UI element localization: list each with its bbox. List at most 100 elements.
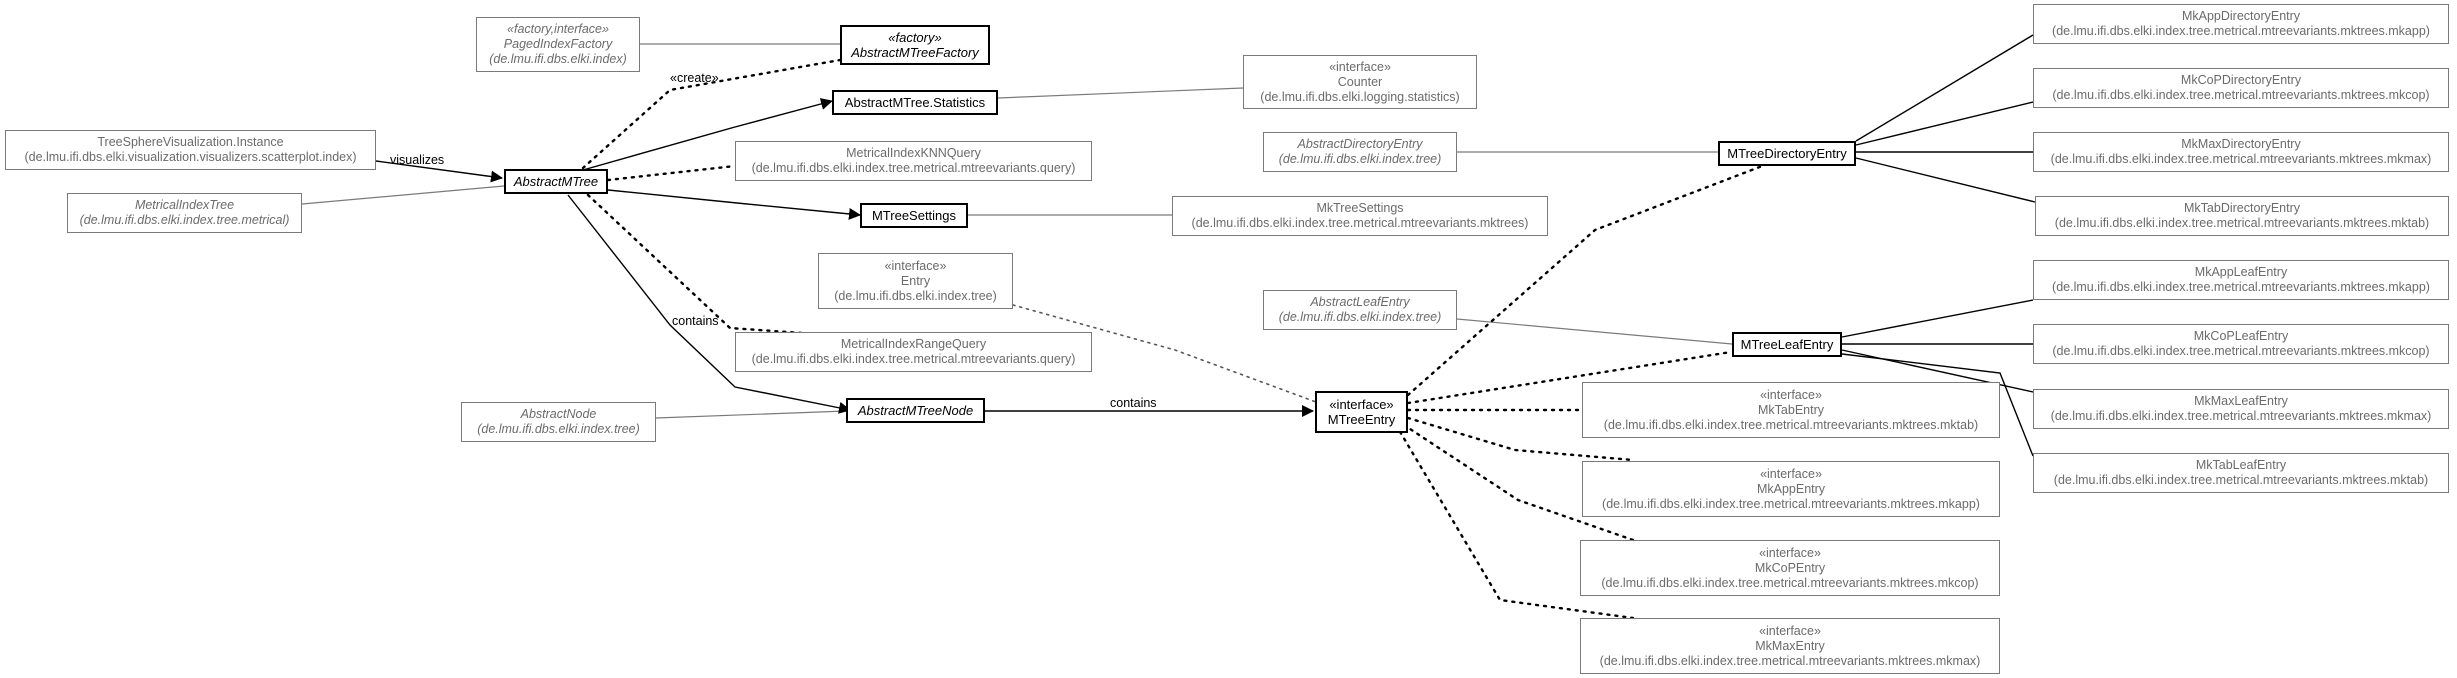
interface-mk-app-entry[interactable]: «interface» MkAppEntry (de.lmu.ifi.dbs.e… [1582,461,2000,517]
class-name: Counter [1337,74,1383,89]
class-package: (de.lmu.ifi.dbs.elki.index.tree.metrical… [751,161,1076,175]
class-abstract-mtree-factory[interactable]: «factory» AbstractMTreeFactory [840,25,990,65]
class-name: AbstractMTree.Statistics [844,95,986,110]
class-package: (de.lmu.ifi.dbs.elki.index.tree.metrical… [2050,409,2432,423]
class-mk-tab-directory-entry[interactable]: MkTabDirectoryEntry (de.lmu.ifi.dbs.elki… [2035,196,2449,236]
class-name: AbstractMTreeFactory [851,45,979,60]
interface-mk-tab-entry[interactable]: «interface» MkTabEntry (de.lmu.ifi.dbs.e… [1582,382,2000,438]
class-metrical-index-tree[interactable]: MetricalIndexTree (de.lmu.ifi.dbs.elki.i… [67,193,302,233]
class-mk-app-directory-entry[interactable]: MkAppDirectoryEntry (de.lmu.ifi.dbs.elki… [2033,4,2449,44]
class-name: MkTabDirectoryEntry [2184,201,2300,215]
class-mk-cop-leaf-entry[interactable]: MkCoPLeafEntry (de.lmu.ifi.dbs.elki.inde… [2033,324,2449,364]
class-name: AbstractMTree [513,174,599,189]
class-abstract-directory-entry[interactable]: AbstractDirectoryEntry (de.lmu.ifi.dbs.e… [1263,132,1457,172]
interface-entry[interactable]: «interface» Entry (de.lmu.ifi.dbs.elki.i… [818,253,1013,309]
class-mk-tab-leaf-entry[interactable]: MkTabLeafEntry (de.lmu.ifi.dbs.elki.inde… [2033,453,2449,493]
interface-mtree-entry[interactable]: «interface» MTreeEntry [1315,391,1408,433]
class-stereotype: «interface» [1329,397,1394,412]
class-name: MkTabLeafEntry [2195,458,2287,472]
interface-mk-cop-entry[interactable]: «interface» MkCoPEntry (de.lmu.ifi.dbs.e… [1580,540,2000,596]
class-name: AbstractLeafEntry [1310,295,1410,309]
edge-contains-tree-node [567,194,851,414]
class-name: MkAppDirectoryEntry [2181,9,2301,23]
class-name: MkAppEntry [1756,481,1826,496]
class-mk-app-leaf-entry[interactable]: MkAppLeafEntry (de.lmu.ifi.dbs.elki.inde… [2033,260,2449,300]
class-abstract-mtree-statistics[interactable]: AbstractMTree.Statistics [832,90,998,115]
class-package: (de.lmu.ifi.dbs.elki.index.tree.metrical… [1191,216,1529,230]
edge-label-contains-node-entry: contains [1110,396,1157,410]
edge-mtree-settings [607,189,861,220]
class-name: MTreeEntry [1327,412,1396,427]
class-package: (de.lmu.ifi.dbs.elki.index.tree.metrical… [2052,344,2430,358]
class-package: (de.lmu.ifi.dbs.elki.index.tree.metrical… [2054,216,2430,230]
edge-mtree-entry-directory [1406,161,1772,397]
class-name: MkMaxLeafEntry [2194,394,2288,408]
class-package: (de.lmu.ifi.dbs.elki.index.tree) [477,422,640,436]
class-mtree-settings[interactable]: MTreeSettings [860,203,968,228]
class-name: MkCoPDirectoryEntry [2180,73,2302,87]
interface-mk-max-entry[interactable]: «interface» MkMaxEntry (de.lmu.ifi.dbs.e… [1580,618,2000,674]
class-name: MTreeLeafEntry [1740,337,1834,352]
class-name: PagedIndexFactory [503,37,613,51]
class-mk-max-directory-entry[interactable]: MkMaxDirectoryEntry (de.lmu.ifi.dbs.elki… [2033,132,2449,172]
edge-abstract-leaf-entry [1456,318,1733,345]
class-package: (de.lmu.ifi.dbs.elki.index.tree.metrical… [751,352,1076,366]
class-package: (de.lmu.ifi.dbs.elki.index.tree) [1278,310,1442,324]
edge-mtree-entry-leaf [1406,350,1733,405]
edge-mk-app-directory-entry [1855,34,2034,142]
edge-mtree-entry-mkcop [1402,423,1635,542]
class-mk-tree-settings[interactable]: MkTreeSettings (de.lmu.ifi.dbs.elki.inde… [1172,196,1548,236]
edge-label-visualizes: visualizes [390,153,444,167]
edge-range-query [586,193,804,335]
class-stereotype: «interface» [1760,466,1822,481]
class-name: Entry [900,273,931,288]
class-name: MkTabEntry [1758,402,1824,417]
class-name: MetricalIndexKNNQuery [846,146,981,160]
class-stereotype: «interface» [1329,59,1391,74]
class-abstract-node[interactable]: AbstractNode (de.lmu.ifi.dbs.elki.index.… [461,402,656,442]
edge-abstract-node [655,410,847,419]
class-name: AbstractMTreeNode [857,403,974,418]
edge-mk-max-leaf-entry [1841,349,2034,393]
class-package: (de.lmu.ifi.dbs.elki.index.tree.metrical… [2052,280,2430,294]
class-name: MTreeDirectoryEntry [1727,146,1847,161]
class-name: MkMaxEntry [1755,638,1825,653]
class-name: MkCoPEntry [1754,560,1826,575]
edge-counter [997,87,1244,99]
class-package: (de.lmu.ifi.dbs.elki.index.tree.metrical… [2052,24,2430,38]
class-mk-cop-directory-entry[interactable]: MkCoPDirectoryEntry (de.lmu.ifi.dbs.elki… [2033,68,2449,108]
class-metrical-index-knn-query[interactable]: MetricalIndexKNNQuery (de.lmu.ifi.dbs.el… [735,141,1092,181]
class-name: MkMaxDirectoryEntry [2181,137,2301,151]
interface-counter[interactable]: «interface» Counter (de.lmu.ifi.dbs.elki… [1243,55,1477,109]
class-mtree-directory-entry[interactable]: MTreeDirectoryEntry [1718,141,1856,166]
edge-create [581,58,842,170]
class-name: MTreeSettings [871,208,957,223]
class-stereotype: «factory» [888,30,942,45]
class-package: (de.lmu.ifi.dbs.elki.visualization.visua… [24,150,357,164]
class-package: (de.lmu.ifi.dbs.elki.index.tree.metrical… [2053,473,2429,487]
class-package: (de.lmu.ifi.dbs.elki.index.tree) [1278,152,1442,166]
class-package: (de.lmu.ifi.dbs.elki.logging.statistics) [1260,89,1460,104]
class-package: (de.lmu.ifi.dbs.elki.index.tree.metrical… [1601,575,1979,590]
class-stereotype: «interface» [884,258,947,273]
edge-mtree-entry-mkapp [1406,416,1635,462]
class-abstract-mtree-node[interactable]: AbstractMTreeNode [846,398,985,423]
class-name: TreeSphereVisualization.Instance [97,135,284,149]
class-package: (de.lmu.ifi.dbs.elki.index.tree.metrical… [1599,653,1981,668]
class-paged-index-factory[interactable]: «factory,interface» PagedIndexFactory (d… [476,17,640,72]
class-abstract-leaf-entry[interactable]: AbstractLeafEntry (de.lmu.ifi.dbs.elki.i… [1263,290,1457,330]
class-mk-max-leaf-entry[interactable]: MkMaxLeafEntry (de.lmu.ifi.dbs.elki.inde… [2033,389,2449,429]
class-mtree-leaf-entry[interactable]: MTreeLeafEntry [1732,332,1842,357]
class-stereotype: «interface» [1759,623,1821,638]
edge-label-create: «create» [670,71,719,85]
edge-metrical-index-tree [301,185,505,205]
class-tree-sphere-visualization-instance[interactable]: TreeSphereVisualization.Instance (de.lmu… [5,130,376,170]
edge-knn-query [606,164,737,182]
class-name: MkCoPLeafEntry [2193,329,2289,343]
class-abstract-mtree[interactable]: AbstractMTree [504,169,608,194]
class-name: AbstractNode [520,407,597,421]
class-metrical-index-range-query[interactable]: MetricalIndexRangeQuery (de.lmu.ifi.dbs.… [735,332,1092,372]
edge-entry [1012,304,1317,403]
class-stereotype: «factory,interface» [507,22,609,36]
